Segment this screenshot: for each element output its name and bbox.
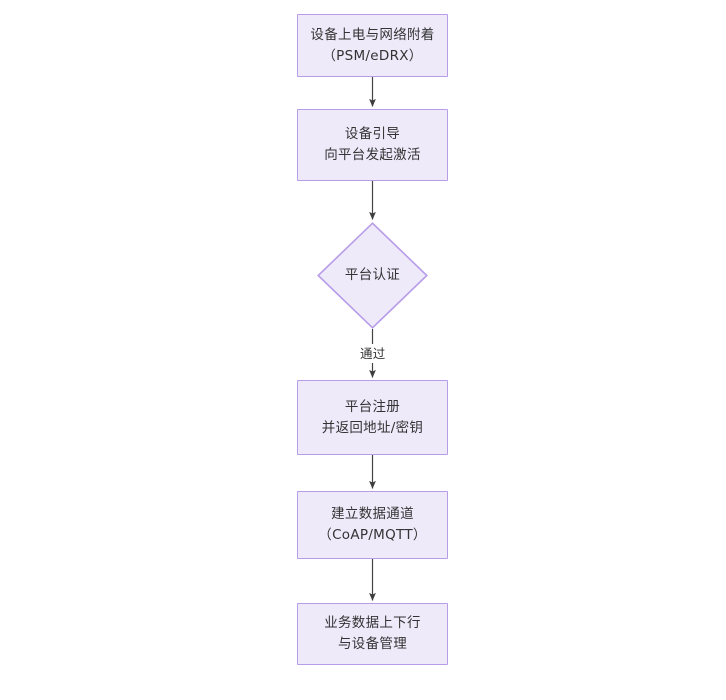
- node-device-bootstrap[interactable]: 设备引导 向平台发起激活: [297, 109, 448, 181]
- diamond-shape-icon: [317, 222, 428, 329]
- node-platform-authentication[interactable]: 平台认证: [317, 222, 428, 329]
- node-platform-registration[interactable]: 平台注册 并返回地址/密钥: [297, 380, 448, 455]
- edge-label-pass: 通过: [357, 344, 389, 363]
- node-label-line: 平台认证: [344, 267, 401, 284]
- node-label-line: 向平台发起激活: [324, 147, 421, 163]
- node-label-line: 设备上电与网络附着: [310, 26, 435, 43]
- node-label-line: 并返回地址/密钥: [321, 419, 424, 436]
- node-label-line: 设备引导: [344, 126, 401, 143]
- node-label-line: （PSM/eDRX）: [322, 47, 423, 64]
- node-label-line: （CoAP/MQTT）: [318, 527, 427, 543]
- node-label-line: 建立数据通道: [331, 506, 414, 523]
- node-business-data-and-device-management[interactable]: 业务数据上下行 与设备管理: [297, 603, 448, 665]
- node-label-line: 业务数据上下行: [324, 615, 421, 632]
- node-label-line: 平台注册: [344, 398, 401, 415]
- node-establish-data-channel[interactable]: 建立数据通道 （CoAP/MQTT）: [297, 491, 448, 559]
- node-device-power-on[interactable]: 设备上电与网络附着 （PSM/eDRX）: [297, 14, 448, 77]
- node-label-line: 与设备管理: [338, 636, 407, 652]
